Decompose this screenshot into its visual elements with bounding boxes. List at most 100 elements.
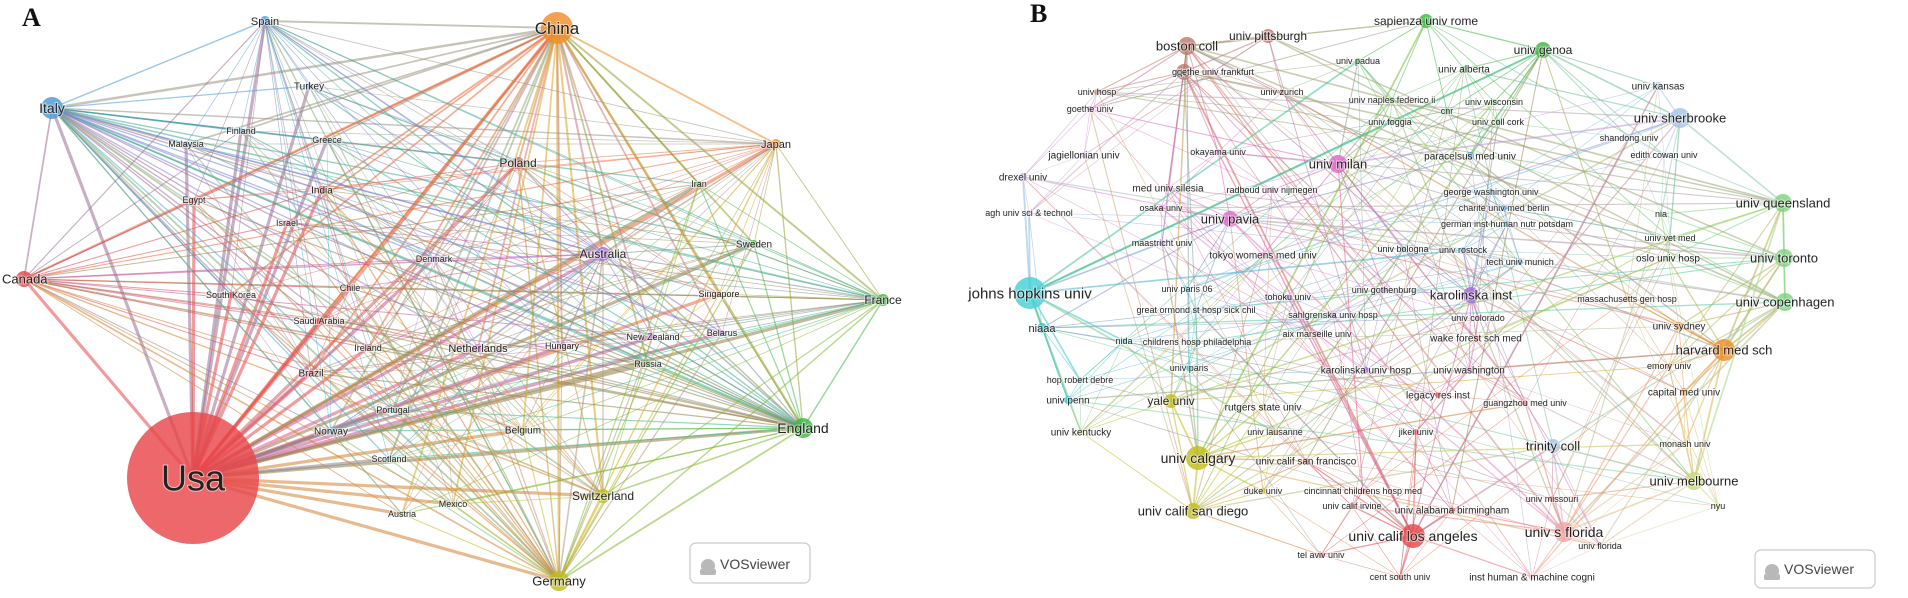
- node-bostoncoll[interactable]: [1178, 37, 1196, 55]
- node-univpenn[interactable]: [1064, 396, 1072, 404]
- node-univsherbrooke[interactable]: [1670, 108, 1690, 128]
- node-rutgers[interactable]: [1260, 404, 1266, 410]
- node-poland[interactable]: [512, 157, 524, 169]
- node-brazil[interactable]: [308, 370, 314, 376]
- node-agh[interactable]: [1026, 210, 1032, 216]
- node-univmelbourne[interactable]: [1685, 472, 1703, 490]
- node-charite[interactable]: [1501, 205, 1507, 211]
- node-univcolorado[interactable]: [1475, 315, 1481, 321]
- node-wakeforest[interactable]: [1473, 335, 1479, 341]
- node-massgen[interactable]: [1624, 296, 1630, 302]
- node-univcopenhagen[interactable]: [1776, 293, 1794, 311]
- node-maastricht[interactable]: [1159, 240, 1165, 246]
- node-univmissouri[interactable]: [1549, 496, 1555, 502]
- node-univmilan[interactable]: [1329, 155, 1347, 173]
- node-belarus[interactable]: [719, 330, 725, 336]
- node-italy[interactable]: [41, 97, 63, 119]
- node-goethefrankfurt[interactable]: [1210, 69, 1216, 75]
- node-univalberta[interactable]: [1461, 66, 1467, 72]
- node-univvetmed[interactable]: [1667, 235, 1673, 241]
- node-jagiellonian[interactable]: [1081, 152, 1087, 158]
- node-mexico[interactable]: [450, 501, 456, 507]
- node-guangzhou[interactable]: [1522, 400, 1528, 406]
- node-univkentucky[interactable]: [1078, 429, 1084, 435]
- node-turkey[interactable]: [306, 83, 312, 89]
- node-cnr[interactable]: [1444, 108, 1450, 114]
- node-finland[interactable]: [238, 128, 244, 134]
- node-newzealand[interactable]: [650, 334, 656, 340]
- node-malaysia[interactable]: [183, 141, 189, 147]
- node-austria[interactable]: [399, 511, 405, 517]
- node-yaleuniv[interactable]: [1164, 394, 1178, 408]
- node-hoprobertdebre[interactable]: [1077, 377, 1083, 383]
- node-edithcowan[interactable]: [1661, 152, 1667, 158]
- node-southkorea[interactable]: [228, 292, 234, 298]
- node-china[interactable]: [541, 12, 573, 44]
- node-childrensphila[interactable]: [1194, 339, 1200, 345]
- node-univzurich[interactable]: [1279, 89, 1285, 95]
- node-univparis06[interactable]: [1184, 286, 1190, 292]
- node-dukeuniv[interactable]: [1260, 488, 1266, 494]
- node-monash[interactable]: [1682, 441, 1688, 447]
- node-saudiarabia[interactable]: [316, 318, 322, 324]
- node-medunivsilesia[interactable]: [1165, 185, 1171, 191]
- node-univpittsburgh[interactable]: [1261, 29, 1275, 43]
- node-cincinnati[interactable]: [1360, 488, 1366, 494]
- node-england[interactable]: [793, 418, 813, 438]
- node-ucl[interactable]: [1176, 64, 1192, 80]
- node-harvardmed[interactable]: [1713, 339, 1735, 361]
- node-sapienza[interactable]: [1419, 14, 1433, 28]
- node-israel[interactable]: [284, 220, 290, 226]
- node-drexel[interactable]: [1019, 173, 1027, 181]
- node-johnshopkins[interactable]: [1014, 277, 1046, 309]
- node-japan[interactable]: [771, 139, 781, 149]
- node-univlausanne[interactable]: [1272, 429, 1278, 435]
- node-univkansas[interactable]: [1654, 82, 1662, 90]
- node-greece[interactable]: [324, 137, 330, 143]
- node-usa[interactable]: [127, 412, 259, 544]
- node-insthuman[interactable]: [1529, 574, 1535, 580]
- node-tokyowomens[interactable]: [1260, 252, 1266, 258]
- node-univtoronto[interactable]: [1775, 249, 1793, 267]
- node-univflorida[interactable]: [1597, 543, 1603, 549]
- node-centsouth[interactable]: [1397, 574, 1403, 580]
- node-chile[interactable]: [347, 285, 353, 291]
- node-univnaples[interactable]: [1389, 97, 1395, 103]
- node-denmark[interactable]: [431, 256, 437, 262]
- node-sahlgrenska[interactable]: [1330, 312, 1336, 318]
- node-ucsf[interactable]: [1303, 458, 1309, 464]
- node-karolinskahosp[interactable]: [1363, 367, 1369, 373]
- node-univwisconsin[interactable]: [1491, 99, 1497, 105]
- node-jikei[interactable]: [1413, 429, 1419, 435]
- node-univhosp[interactable]: [1094, 89, 1100, 95]
- node-netherlands[interactable]: [474, 344, 482, 352]
- node-greatormond[interactable]: [1193, 307, 1199, 313]
- node-india[interactable]: [318, 186, 326, 194]
- node-univfoggia[interactable]: [1387, 119, 1393, 125]
- node-nia[interactable]: [1658, 211, 1664, 217]
- node-germaninst[interactable]: [1504, 221, 1510, 227]
- node-aixmarseille[interactable]: [1314, 331, 1320, 337]
- node-radboud[interactable]: [1269, 187, 1275, 193]
- node-switzerland[interactable]: [596, 489, 610, 503]
- node-russia[interactable]: [645, 361, 651, 367]
- node-scotland[interactable]: [386, 456, 392, 462]
- node-univsydney[interactable]: [1675, 322, 1683, 330]
- node-univpadua[interactable]: [1355, 58, 1361, 64]
- node-nida[interactable]: [1121, 338, 1127, 344]
- node-univgothenburg[interactable]: [1381, 287, 1387, 293]
- node-shandong[interactable]: [1626, 135, 1632, 141]
- node-egypt[interactable]: [191, 197, 197, 203]
- node-belgium[interactable]: [520, 427, 526, 433]
- node-legacyres[interactable]: [1435, 392, 1441, 398]
- node-niaaa[interactable]: [1037, 323, 1047, 333]
- node-telaviv[interactable]: [1318, 552, 1324, 558]
- node-univgenoa[interactable]: [1535, 42, 1551, 58]
- node-univcalgary[interactable]: [1186, 446, 1210, 470]
- node-tohoku[interactable]: [1285, 294, 1291, 300]
- node-goetheuniv[interactable]: [1087, 106, 1093, 112]
- node-australia[interactable]: [596, 247, 610, 261]
- node-karolinska[interactable]: [1463, 287, 1479, 303]
- node-okayama[interactable]: [1215, 149, 1221, 155]
- node-singapore[interactable]: [716, 291, 722, 297]
